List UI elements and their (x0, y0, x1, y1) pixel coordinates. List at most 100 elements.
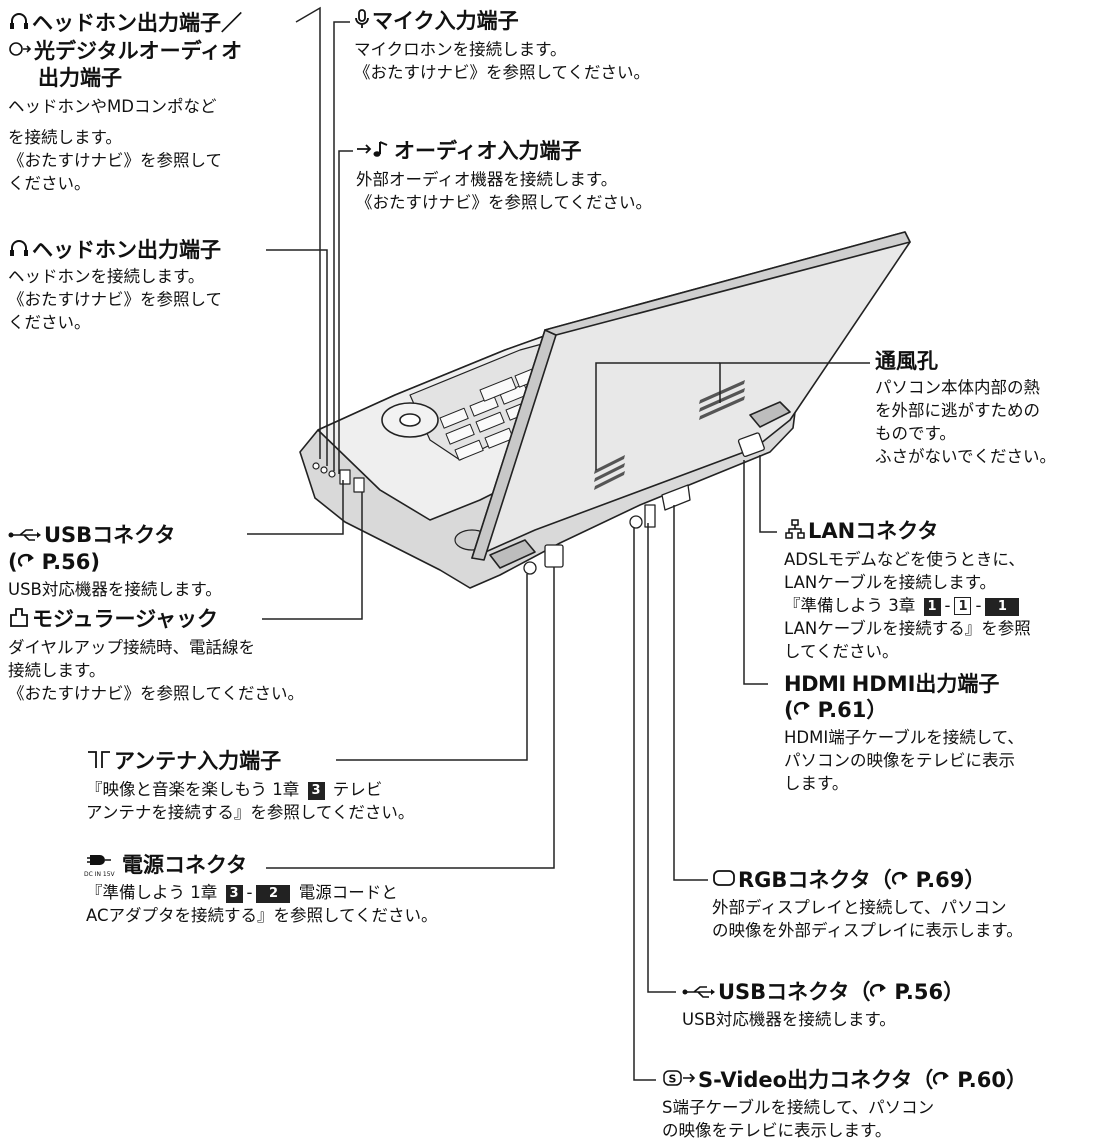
vent-desc-2: を外部に逃がすための (875, 401, 1040, 420)
mic-desc-1: マイクロホンを接続します。 (354, 40, 567, 59)
mic-desc-2: 《おたすけナビ》を参照してください。 (354, 63, 651, 82)
usb-left-label: USBコネクタ (P.56) USB対応機器を接続します。 (8, 523, 222, 599)
lan-title: LANコネクタ (808, 519, 939, 543)
headphone-icon (8, 237, 30, 265)
lan-desc-2: LANケーブルを接続します。 (784, 573, 997, 592)
audio-in-desc-2: 《おたすけナビ》を参照してください。 (356, 193, 653, 212)
laptop-illustration (299, 231, 911, 589)
vent-label: 通風孔 パソコン本体内部の熱 を外部に逃がすための ものです。 ふさがないでくだ… (875, 348, 1056, 468)
antenna-title: アンテナ入力端子 (114, 749, 282, 773)
screen-lid-top-edge (544, 231, 911, 336)
audio-in-title: オーディオ入力端子 (394, 139, 582, 163)
usb-right-title: USBコネクタ（ (718, 980, 871, 1004)
headphone-optical-desc-3: 《おたすけナビ》を参照して (8, 151, 223, 170)
microphone-icon (354, 8, 370, 36)
headphone-title: ヘッドホン出力端子 (32, 238, 221, 262)
usb-right-desc-1: USB対応機器を接続します。 (682, 1010, 896, 1029)
power-desc-2: ACアダプタを接続する』を参照してください。 (86, 906, 438, 925)
svg-text:S: S (669, 1073, 677, 1086)
modular-desc-3: 《おたすけナビ》を参照してください。 (8, 684, 305, 703)
usb-right-ref: P.56） (894, 980, 965, 1004)
hdmi-title: HDMI出力端子 (851, 672, 1000, 696)
antenna-num: 3 (307, 782, 325, 800)
antenna-desc-1: 『映像と音楽を楽しもう 1章 (86, 780, 300, 799)
headphone-optical-desc-1: ヘッドホンやMDコンポなど (8, 97, 217, 116)
headphone-optical-desc-4: ください。 (8, 174, 91, 193)
right-hinge (749, 401, 791, 428)
usb-left-desc-1: USB対応機器を接続します。 (8, 580, 222, 599)
usb-left-ref: P.56) (41, 550, 100, 574)
antenna-label: アンテナ入力端子 『映像と音楽を楽しもう 1章 3 テレビ アンテナを接続する』… (86, 748, 414, 824)
usb-right-label: USBコネクタ（ P.56） USB対応機器を接続します。 (682, 979, 964, 1031)
headphone-optical-title-2: 光デジタルオーディオ (34, 39, 243, 63)
hdmi-desc-3: します。 (784, 774, 849, 793)
modular-desc-2: 接続します。 (8, 661, 106, 680)
dc-in-icon: DC IN 15V (84, 853, 115, 879)
power-num-1: 3 (225, 885, 243, 903)
lan-num-1: 1 (923, 598, 941, 616)
headphone-desc-1: ヘッドホンを接続します。 (8, 267, 205, 286)
reference-arrow-icon (17, 550, 40, 576)
antenna-desc-1-suffix: テレビ (332, 780, 383, 799)
lan-desc-3: 『準備しよう 3章 (784, 596, 916, 615)
lan-desc-4: LANケーブルを接続する』を参照 (784, 619, 1031, 638)
svideo-label: S S-Video出力コネクタ（P.60） S端子ケーブルを接続して、パソコン … (662, 1067, 1027, 1142)
hdmi-desc-2: パソコンの映像をテレビに表示 (784, 751, 1015, 770)
mic-title: マイク入力端子 (372, 9, 519, 33)
vent-title: 通風孔 (875, 349, 938, 373)
audio-in-desc-1: 外部オーディオ機器を接続します。 (356, 170, 618, 189)
rgb-title: RGBコネクタ（ (738, 868, 892, 892)
lan-num-3: 1 (985, 598, 1020, 616)
svideo-title: S-Video出力コネクタ（ (698, 1068, 934, 1092)
left-ports (312, 462, 365, 493)
audio-in-icon (356, 138, 392, 166)
headphone-optical-title-1: ヘッドホン出力端子／ (32, 11, 242, 35)
rgb-ref: P.69） (915, 868, 986, 892)
headphone-optical-title-3: 出力端子 (38, 66, 122, 90)
headphone-optical-label: ヘッドホン出力端子／ 光デジタルオーディオ 出力端子 ヘッドホンやMDコンポなど… (8, 10, 242, 195)
power-desc-1-suffix: 電源コードと (298, 883, 398, 902)
hdmi-logo: HDMI (784, 672, 846, 696)
usb-icon (682, 980, 716, 1006)
modular-jack-icon (8, 606, 30, 634)
power-title: 電源コネクタ (122, 853, 248, 877)
headphone-icon (8, 10, 30, 38)
rgb-label: RGBコネクタ（ P.69） 外部ディスプレイと接続して、パソコン の映像を外部デ… (712, 867, 1023, 942)
rgb-desc-2: の映像を外部ディスプレイに表示します。 (712, 921, 1023, 940)
headphone-optical-desc-2: を接続します。 (8, 128, 122, 147)
vent-desc-3: ものです。 (875, 424, 956, 443)
hdmi-ref: P.61） (817, 698, 888, 722)
lan-icon (784, 518, 806, 546)
lan-desc-5: してください。 (784, 642, 899, 661)
lan-label: LANコネクタ ADSLモデムなどを使うときに、 LANケーブルを接続します。 … (784, 518, 1031, 661)
svideo-ref: P.60） (957, 1068, 1028, 1092)
antenna-icon (86, 748, 112, 776)
reference-arrow-icon (933, 1068, 955, 1094)
hdmi-desc-1: HDMI端子ケーブルを接続して、 (784, 728, 1024, 747)
power-desc-1: 『準備しよう 1章 (86, 883, 218, 902)
leader-lines (247, 6, 870, 1081)
usb-left-title: USBコネクタ (44, 523, 176, 547)
screen-lid-back (471, 231, 911, 559)
reference-arrow-icon (793, 698, 816, 724)
modular-label: モジュラージャック ダイヤルアップ接続時、電話線を 接続します。 《おたすけナビ… (8, 606, 304, 705)
modular-title: モジュラージャック (32, 607, 219, 631)
modular-desc-1: ダイヤルアップ接続時、電話線を (8, 638, 256, 657)
lan-num-2: 1 (954, 597, 972, 615)
vent-desc-1: パソコン本体内部の熱 (875, 378, 1040, 397)
rgb-desc-1: 外部ディスプレイと接続して、パソコン (712, 898, 1007, 917)
left-hinge (489, 539, 536, 569)
reference-arrow-icon (891, 868, 914, 894)
dc-in-text: DC IN 15V (84, 871, 115, 878)
power-label: DC IN 15V 電源コネクタ 『準備しよう 1章 3-2 電源コードと AC… (84, 853, 438, 925)
svideo-desc-2: の映像をテレビに表示します。 (662, 1121, 892, 1140)
optical-out-icon (8, 39, 32, 65)
reference-arrow-icon (870, 980, 892, 1006)
rear-ports (523, 432, 765, 575)
svideo-desc-1: S端子ケーブルを接続して、パソコン (662, 1098, 935, 1117)
rgb-icon (712, 868, 736, 894)
headphone-desc-3: ください。 (8, 313, 91, 332)
power-num-2: 2 (256, 885, 291, 903)
vent-desc-4: ふさがないでください。 (875, 447, 1057, 466)
